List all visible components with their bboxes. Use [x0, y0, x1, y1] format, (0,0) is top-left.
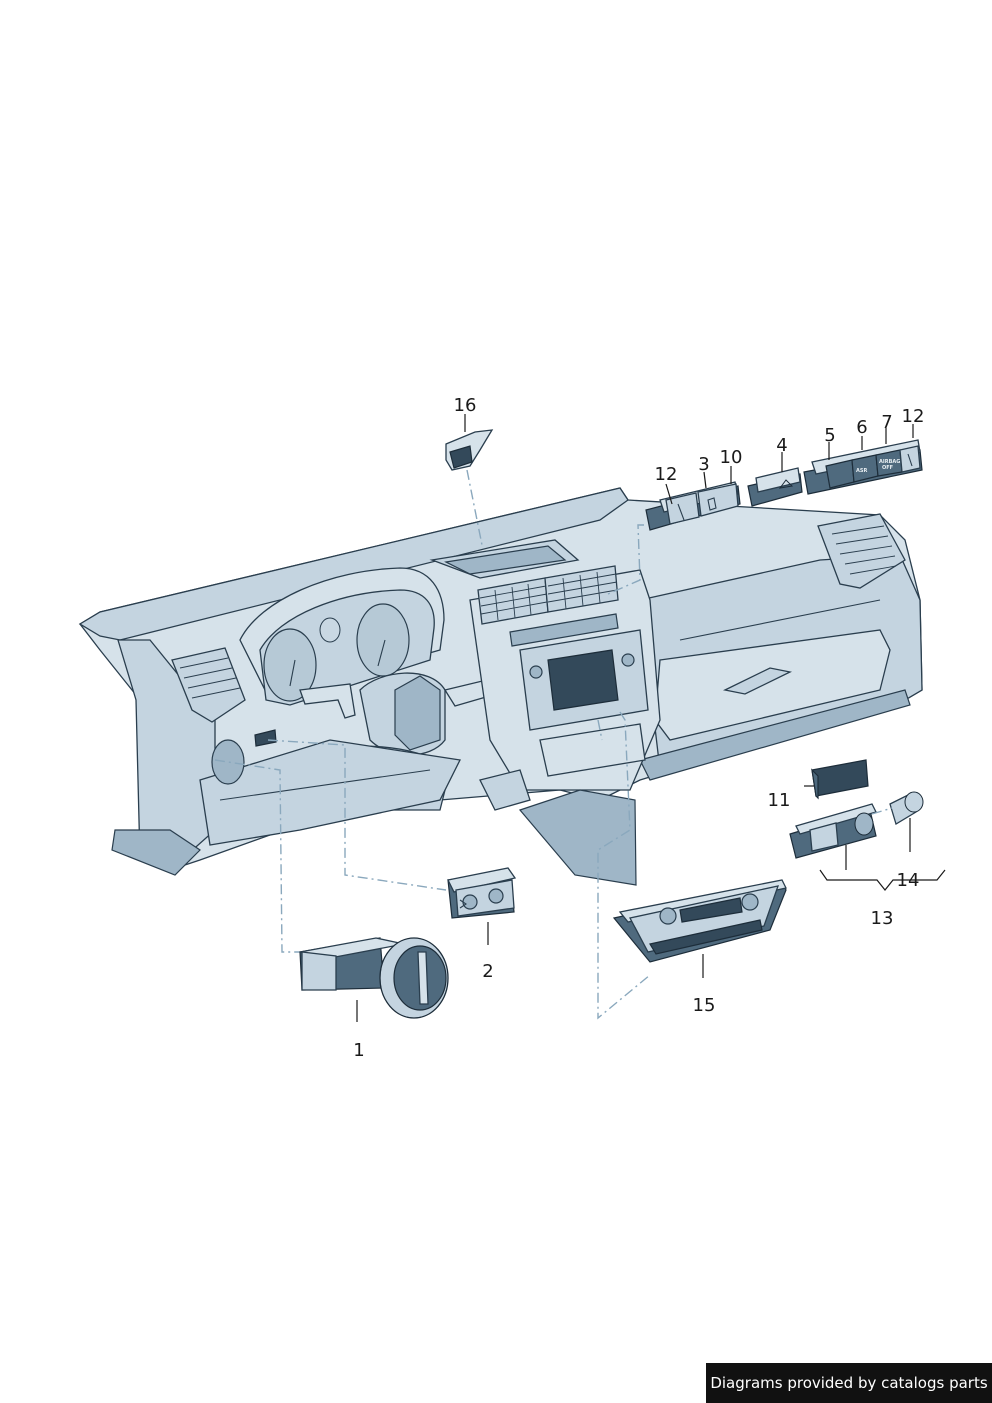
callout-4: 4	[776, 435, 787, 456]
callout-1: 1	[353, 1040, 364, 1061]
callout-10: 10	[720, 447, 743, 468]
part-13-14-socket	[789, 791, 924, 859]
callout-12-left: 12	[655, 464, 678, 485]
callout-14: 14	[897, 870, 920, 891]
switch-strip-right: ASR AIRBAG OFF	[803, 439, 923, 495]
callout-13: 13	[871, 908, 894, 929]
airbag-off-label: OFF	[882, 465, 893, 471]
callout-2: 2	[482, 961, 493, 982]
hazard-switch	[747, 467, 803, 507]
callout-15: 15	[693, 995, 716, 1016]
callout-11: 11	[768, 790, 791, 811]
callout-5: 5	[824, 425, 835, 446]
callout-7: 7	[881, 412, 892, 433]
callout-6: 6	[856, 417, 867, 438]
callout-3: 3	[698, 454, 709, 475]
asr-label: ASR	[856, 468, 867, 474]
leader-lines	[356, 414, 946, 1022]
part-1-light-switch	[299, 937, 449, 1019]
callout-labels: 16 12 3 10 4 5 6 7 12 11 14 13 2 15 1	[353, 395, 924, 1061]
catalog-credit-banner: Diagrams provided by catalogs parts	[706, 1363, 992, 1403]
callout-16: 16	[454, 395, 477, 416]
dashboard-assembly	[78, 487, 923, 886]
part-15-climate-control	[612, 879, 787, 963]
part-2-switch	[447, 867, 517, 919]
switch-strip-left	[645, 481, 741, 531]
connector-lines	[214, 469, 651, 1020]
part-11-switch-blank	[811, 759, 869, 800]
callout-12-right: 12	[902, 406, 925, 427]
airbag-label: AIRBAG	[879, 459, 900, 465]
part-16-display-trim	[445, 429, 494, 471]
